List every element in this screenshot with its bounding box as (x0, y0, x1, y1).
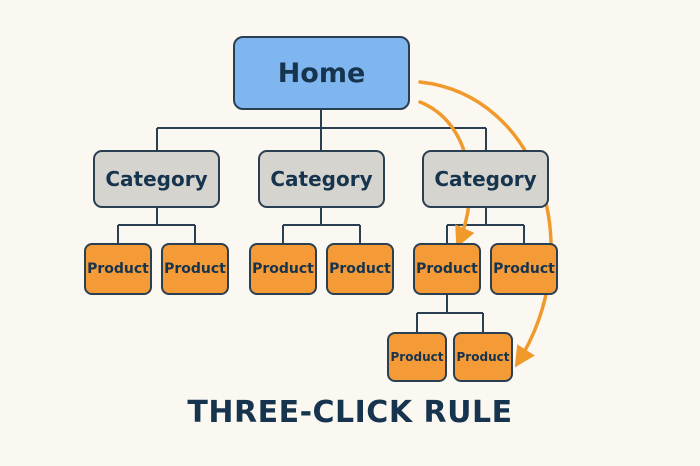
category-node-2: Category (258, 150, 385, 208)
product-node-4: Product (326, 243, 394, 295)
connector-product-subproducts (416, 295, 484, 332)
category-node-3: Category (422, 150, 549, 208)
product-node-5: Product (413, 243, 481, 295)
product-node-1: Product (84, 243, 152, 295)
connector-category-2-products (282, 208, 361, 243)
subproduct-node-1: Product (387, 332, 447, 382)
home-node: Home (233, 36, 410, 110)
product-node-3: Product (249, 243, 317, 295)
product-node-6: Product (490, 243, 558, 295)
category-node-1: Category (93, 150, 220, 208)
connector-category-3-products (446, 208, 525, 243)
product-node-2: Product (161, 243, 229, 295)
diagram-title: THREE-CLICK RULE (187, 395, 513, 430)
connector-category-1-products (117, 208, 196, 243)
connector-home-categories (156, 110, 487, 150)
subproduct-node-2: Product (453, 332, 513, 382)
